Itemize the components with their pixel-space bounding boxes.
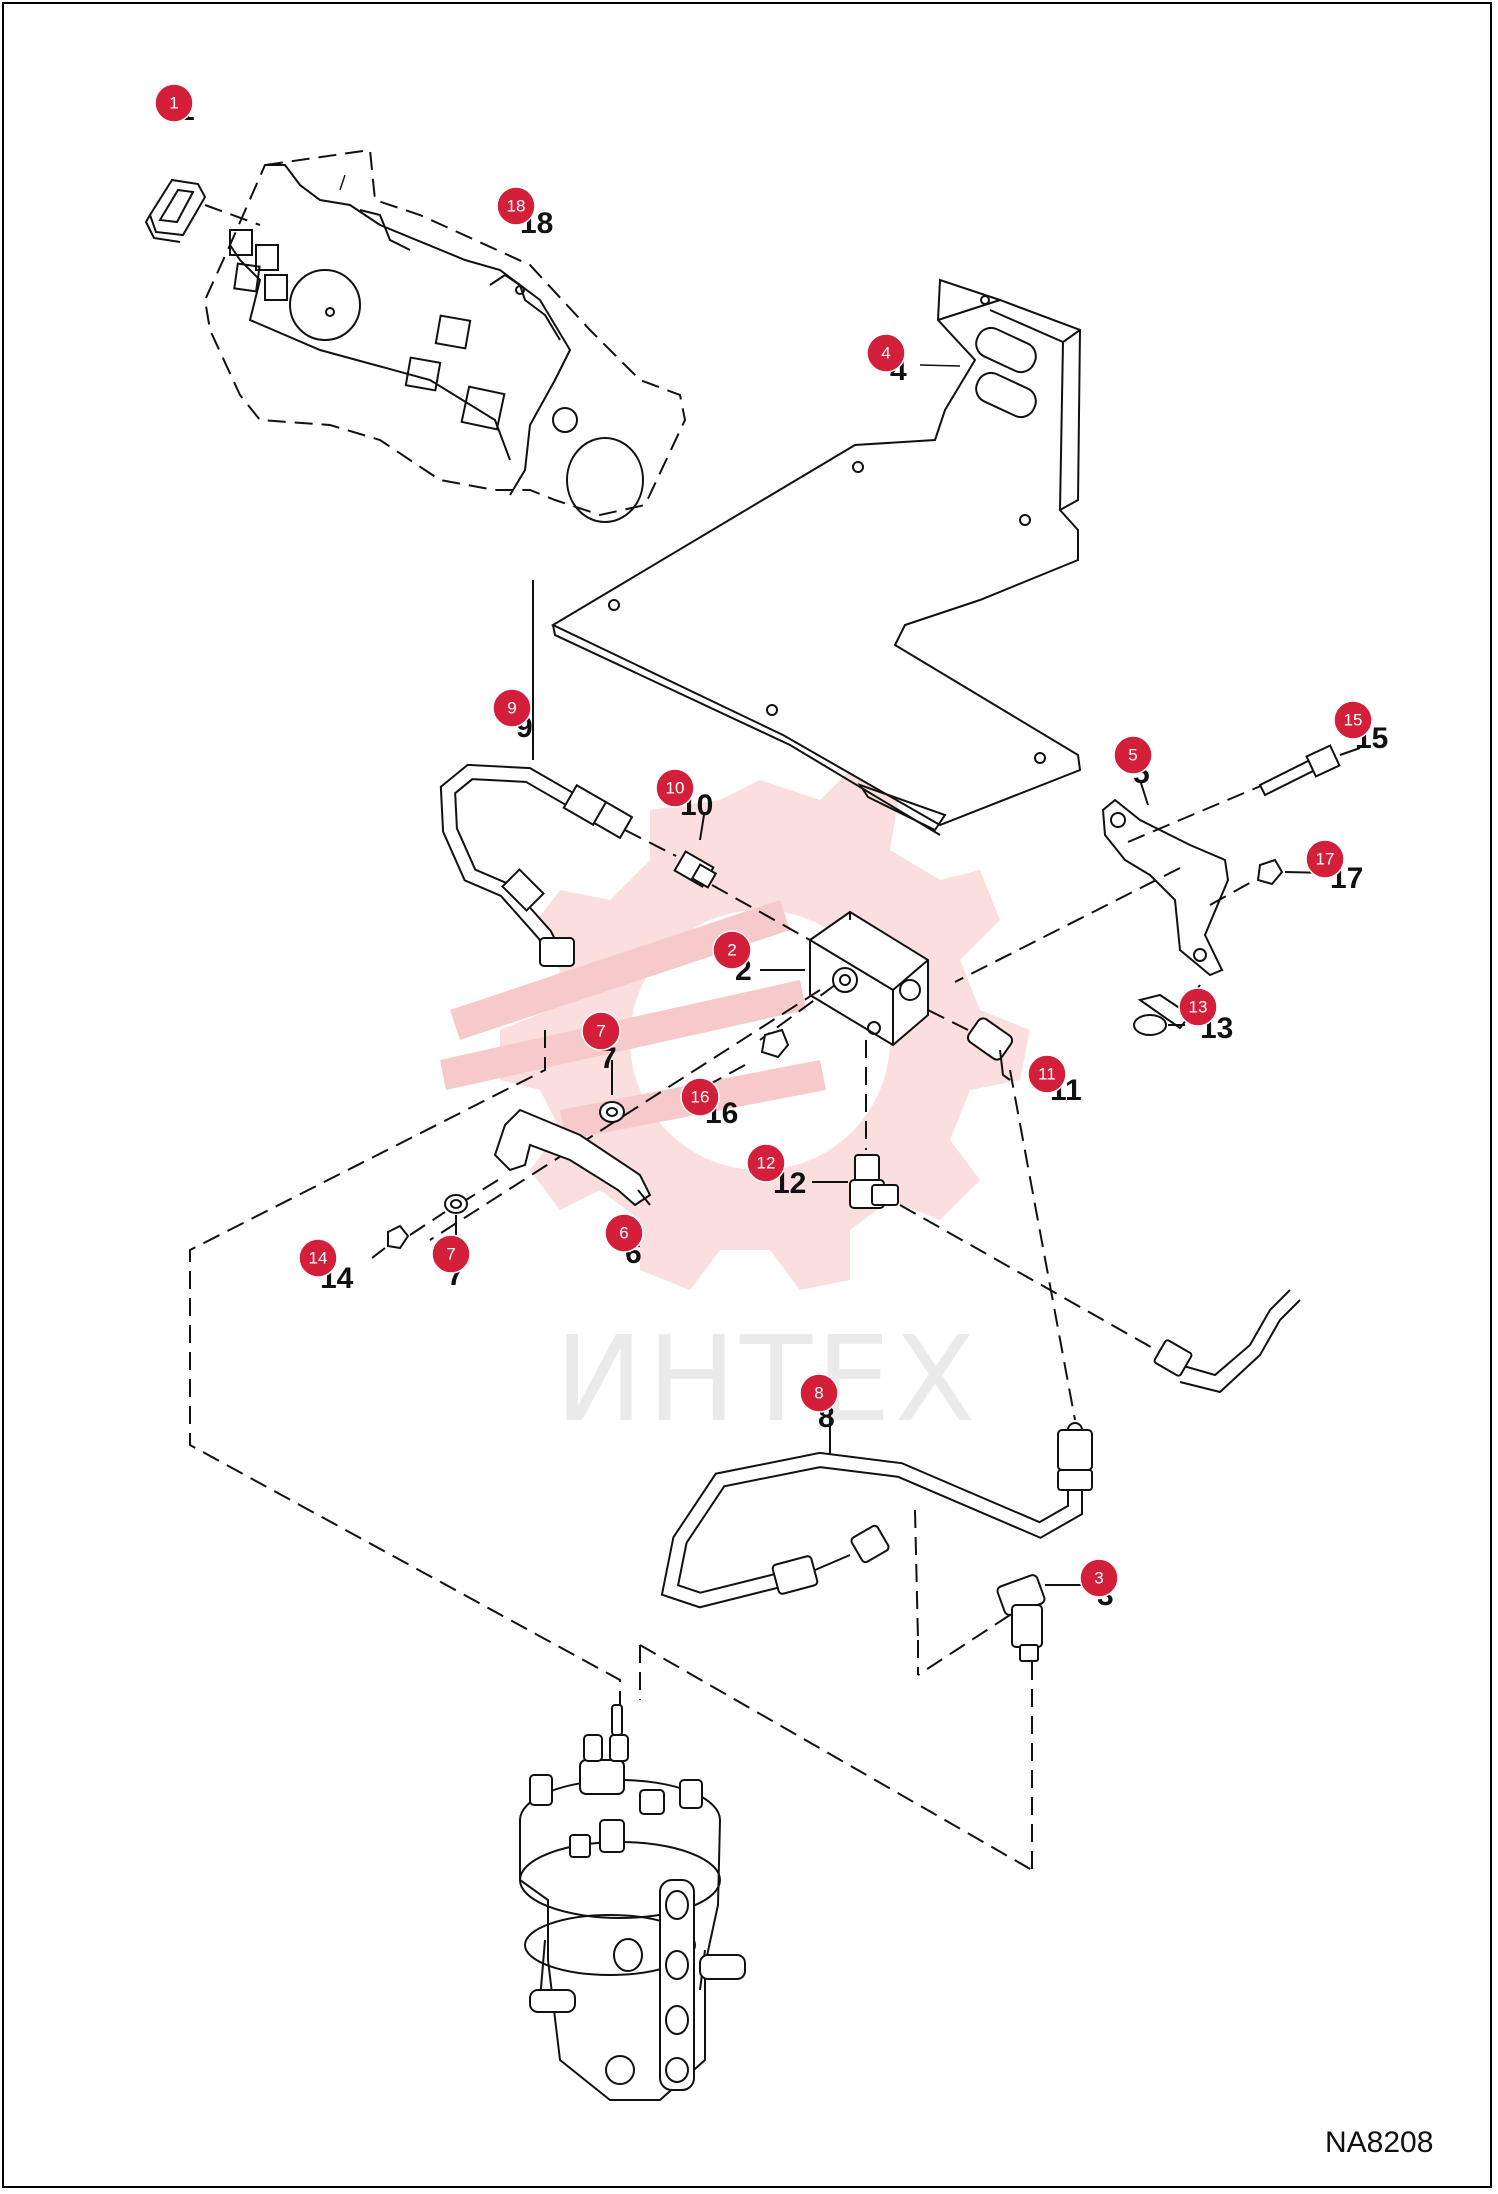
part-15-bolt xyxy=(1258,744,1361,797)
svg-text:17: 17 xyxy=(1316,850,1335,869)
badge-8[interactable]: 8 xyxy=(799,1373,839,1413)
svg-text:7: 7 xyxy=(596,1022,605,1041)
badge-13[interactable]: 13 xyxy=(1178,987,1218,1027)
badge-2[interactable]: 2 xyxy=(712,930,752,970)
part-7-washer-lower xyxy=(444,1179,499,1235)
part-4-panel-plate xyxy=(550,278,1082,836)
svg-text:5: 5 xyxy=(1128,746,1137,765)
svg-text:9: 9 xyxy=(507,699,516,718)
svg-text:18: 18 xyxy=(507,197,526,216)
diagram-code: NA8208 xyxy=(1325,2126,1433,2159)
badge-7a[interactable]: 7 xyxy=(581,1011,621,1051)
watermark-text: ИНТЕХ xyxy=(555,1310,979,1448)
connection-lines xyxy=(189,1030,1033,1871)
svg-text:8: 8 xyxy=(814,1384,823,1403)
right-tube-end xyxy=(1153,1289,1301,1394)
badge-16[interactable]: 16 xyxy=(680,1077,720,1117)
badge-7b[interactable]: 7 xyxy=(431,1234,471,1274)
part-11-elbow xyxy=(927,1009,1076,1421)
part-3-elbow xyxy=(917,1574,1085,1870)
badge-18[interactable]: 18 xyxy=(496,186,536,226)
svg-text:10: 10 xyxy=(666,779,685,798)
svg-text:3: 3 xyxy=(1094,1569,1103,1588)
badge-5[interactable]: 5 xyxy=(1113,735,1153,775)
svg-text:13: 13 xyxy=(1189,998,1208,1017)
badge-17[interactable]: 17 xyxy=(1305,839,1345,879)
rotary-manifold xyxy=(519,1704,746,2101)
svg-text:7: 7 xyxy=(446,1245,455,1264)
part-16-nut xyxy=(689,1028,790,1096)
badge-4[interactable]: 4 xyxy=(866,333,906,373)
part-10-adapter xyxy=(624,814,811,941)
badge-10[interactable]: 10 xyxy=(655,768,695,808)
svg-text:16: 16 xyxy=(691,1088,710,1107)
svg-text:12: 12 xyxy=(757,1154,776,1173)
badge-11[interactable]: 11 xyxy=(1027,1054,1067,1094)
svg-text:14: 14 xyxy=(309,1249,328,1268)
svg-text:4: 4 xyxy=(881,344,890,363)
svg-text:2: 2 xyxy=(727,941,736,960)
svg-text:11: 11 xyxy=(1038,1065,1056,1084)
badge-6[interactable]: 6 xyxy=(604,1213,644,1253)
badge-12[interactable]: 12 xyxy=(746,1143,786,1183)
part-6-handle xyxy=(493,1108,652,1207)
badge-14[interactable]: 14 xyxy=(298,1238,338,1278)
badge-15[interactable]: 15 xyxy=(1333,700,1373,740)
upper-frame-assembly xyxy=(203,148,687,523)
svg-text:15: 15 xyxy=(1344,711,1363,730)
callout-badges: 1 2 3 4 5 6 7 7 8 9 10 11 12 13 14 15 16… xyxy=(154,83,1373,1598)
part-14-nut xyxy=(371,1211,446,1259)
part-2-valve-block xyxy=(429,910,929,1241)
badge-3[interactable]: 3 xyxy=(1079,1558,1119,1598)
part-9-upper-hose xyxy=(439,580,634,967)
part-12-tee xyxy=(812,1040,1166,1356)
svg-text:1: 1 xyxy=(169,94,178,113)
svg-text:6: 6 xyxy=(619,1224,628,1243)
part-1-cap xyxy=(144,178,261,243)
part-7-washer-upper xyxy=(599,1060,625,1123)
part-8-lower-hose xyxy=(660,1405,1093,1641)
badge-9[interactable]: 9 xyxy=(492,688,532,728)
part-5-bracket xyxy=(954,779,1264,983)
badge-1[interactable]: 1 xyxy=(154,83,194,123)
